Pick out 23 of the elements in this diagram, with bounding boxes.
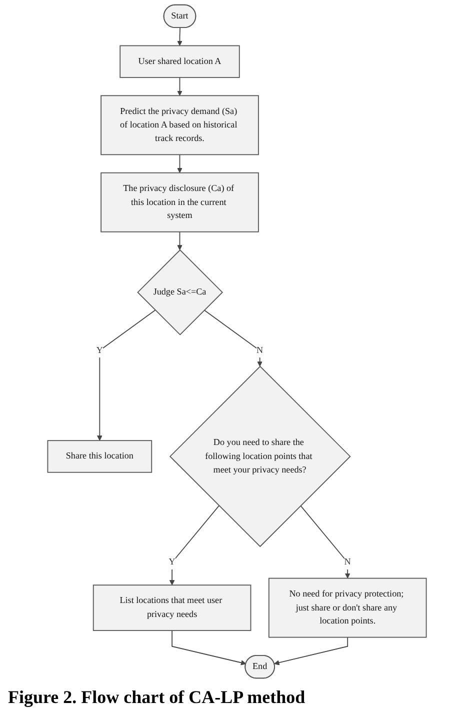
arrow	[97, 310, 156, 441]
arrow	[169, 505, 220, 586]
edge-label: Y	[168, 557, 176, 568]
node-diamond: Judge Sa<=Ca	[137, 249, 224, 336]
arrow	[177, 77, 182, 96]
node-box: Predict the privacy demand (Sa) of location A based on historical track records.	[100, 95, 259, 156]
node-box: User shared location A	[120, 45, 240, 78]
node-box: List locations that meet user privacy needs	[92, 584, 252, 631]
figure-caption: Figure 2. Flow chart of CA-LP method	[8, 687, 306, 708]
node-box: No need for privacy protection; just share or don't share any location points.	[268, 578, 427, 638]
edge-label: Y	[96, 346, 103, 356]
arrow	[274, 636, 348, 666]
arrow	[177, 231, 182, 250]
arrow	[177, 27, 182, 46]
arrow	[177, 154, 182, 174]
node-box: Share this location	[47, 440, 152, 473]
node-box: The privacy disclosure (Ca) of this location in the current system	[100, 172, 259, 232]
edge-label: N	[256, 346, 264, 356]
arrow	[172, 630, 246, 666]
arrow	[300, 505, 350, 579]
edge-label: N	[344, 557, 351, 568]
node-diamond: Do you need to share the following location points that meet your privacy needs?	[169, 366, 351, 548]
arrow	[204, 310, 262, 367]
